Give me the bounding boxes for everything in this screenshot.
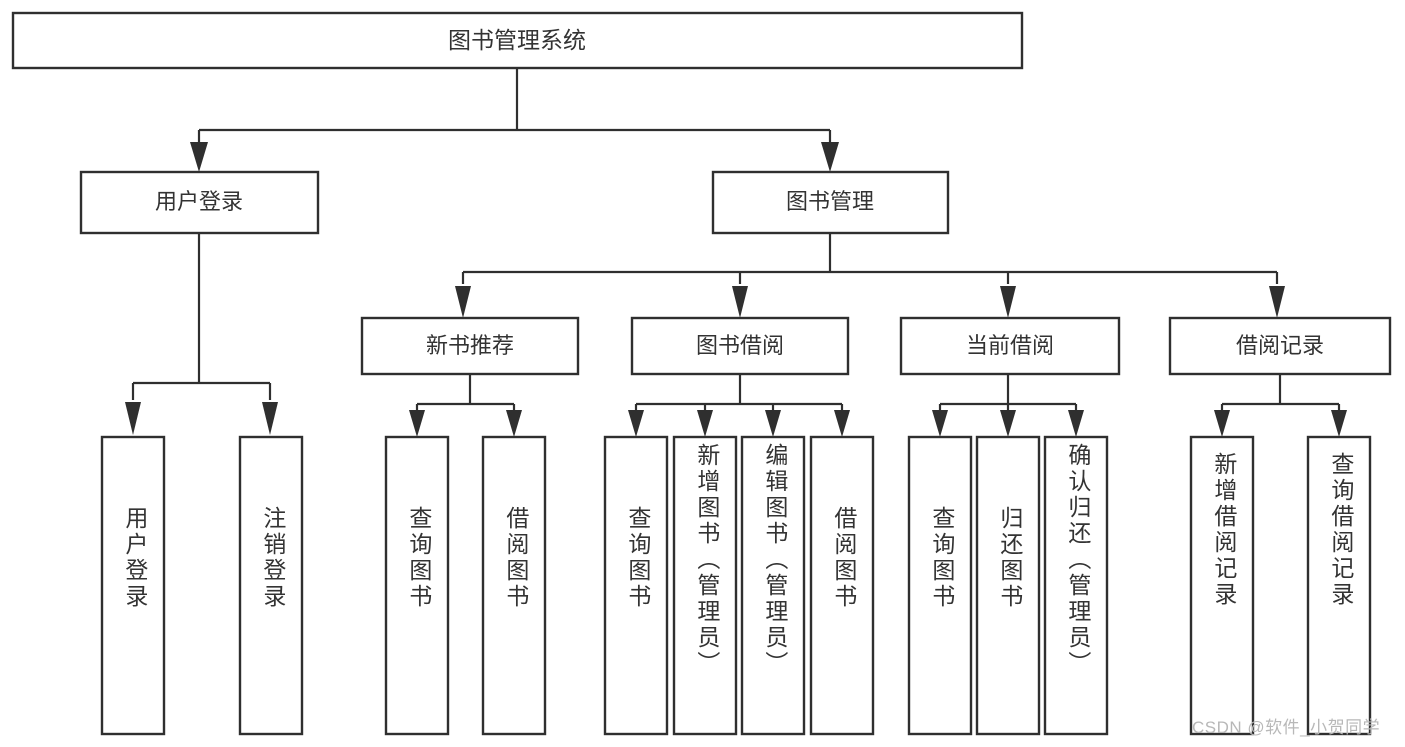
arrow-newbook bbox=[455, 286, 471, 318]
node-new-book-recommend[interactable]: 新书推荐 bbox=[360, 316, 580, 376]
node-user-login-box[interactable] bbox=[79, 170, 320, 235]
arrow-user-login bbox=[190, 142, 208, 172]
arrow-cb-leaf2 bbox=[1000, 410, 1016, 437]
node-user-login-label: 用户登录 bbox=[155, 189, 243, 214]
arrow-newbook-leaf2 bbox=[506, 410, 522, 437]
arrow-borrowrecord bbox=[1269, 286, 1285, 318]
node-book-manage[interactable]: 图书管理 bbox=[711, 170, 950, 235]
arrow-br-leaf2 bbox=[1331, 410, 1347, 437]
leaf-box-current-borrow-2[interactable] bbox=[1043, 435, 1109, 736]
arrow-cb-leaf3 bbox=[1068, 410, 1084, 437]
node-new-book-recommend-label: 新书推荐 bbox=[426, 333, 514, 358]
arrow-cb-leaf1 bbox=[932, 410, 948, 437]
node-borrow-record-label: 借阅记录 bbox=[1236, 333, 1324, 358]
arrow-bb-leaf4 bbox=[834, 410, 850, 437]
node-book-borrow-label: 图书借阅 bbox=[696, 333, 784, 358]
node-root-label: 图书管理系统 bbox=[448, 27, 586, 53]
node-current-borrow[interactable]: 当前借阅 bbox=[899, 316, 1121, 376]
node-user-login[interactable]: 用户登录 bbox=[79, 170, 320, 235]
arrow-br-leaf1 bbox=[1214, 410, 1230, 437]
node-root-box[interactable] bbox=[11, 11, 1024, 70]
node-root[interactable]: 图书管理系统 bbox=[11, 11, 1024, 70]
leaf-box-new-book-0[interactable] bbox=[384, 435, 450, 736]
leaf-box-user-login-0[interactable] bbox=[100, 435, 166, 736]
node-book-manage-box[interactable] bbox=[711, 170, 950, 235]
node-current-borrow-box[interactable] bbox=[899, 316, 1121, 376]
node-book-borrow-box[interactable] bbox=[630, 316, 850, 376]
leaf-box-borrow-record-1[interactable] bbox=[1306, 435, 1372, 736]
csdn-watermark: CSDN @软件_小贺同学 bbox=[1192, 718, 1381, 737]
leaf-box-user-login-1[interactable] bbox=[238, 435, 304, 736]
arrow-bookborrow bbox=[732, 286, 748, 318]
leaf-box-book-borrow-2[interactable] bbox=[740, 435, 806, 736]
node-book-borrow[interactable]: 图书借阅 bbox=[630, 316, 850, 376]
leaf-box-new-book-1[interactable] bbox=[481, 435, 547, 736]
node-new-book-recommend-box[interactable] bbox=[360, 316, 580, 376]
node-borrow-record[interactable]: 借阅记录 bbox=[1168, 316, 1392, 376]
leaf-box-current-borrow-0[interactable] bbox=[907, 435, 973, 736]
arrow-bb-leaf2 bbox=[697, 410, 713, 437]
arrow-book-manage bbox=[821, 142, 839, 172]
leaf-box-book-borrow-1[interactable] bbox=[672, 435, 738, 736]
leaf-box-current-borrow-1[interactable] bbox=[975, 435, 1041, 736]
arrow-leaf-user-login bbox=[125, 402, 141, 435]
leaf-box-book-borrow-3[interactable] bbox=[809, 435, 875, 736]
arrow-bb-leaf1 bbox=[628, 410, 644, 437]
arrow-leaf-logout bbox=[262, 402, 278, 435]
node-borrow-record-box[interactable] bbox=[1168, 316, 1392, 376]
leaf-box-borrow-record-0[interactable] bbox=[1189, 435, 1255, 736]
node-current-borrow-label: 当前借阅 bbox=[966, 333, 1054, 358]
arrow-bb-leaf3 bbox=[765, 410, 781, 437]
connector-group bbox=[125, 68, 1347, 437]
arrow-currentborrow bbox=[1000, 286, 1016, 318]
arrow-newbook-leaf1 bbox=[409, 410, 425, 437]
node-book-manage-label: 图书管理 bbox=[786, 189, 874, 214]
leaf-box-book-borrow-0[interactable] bbox=[603, 435, 669, 736]
